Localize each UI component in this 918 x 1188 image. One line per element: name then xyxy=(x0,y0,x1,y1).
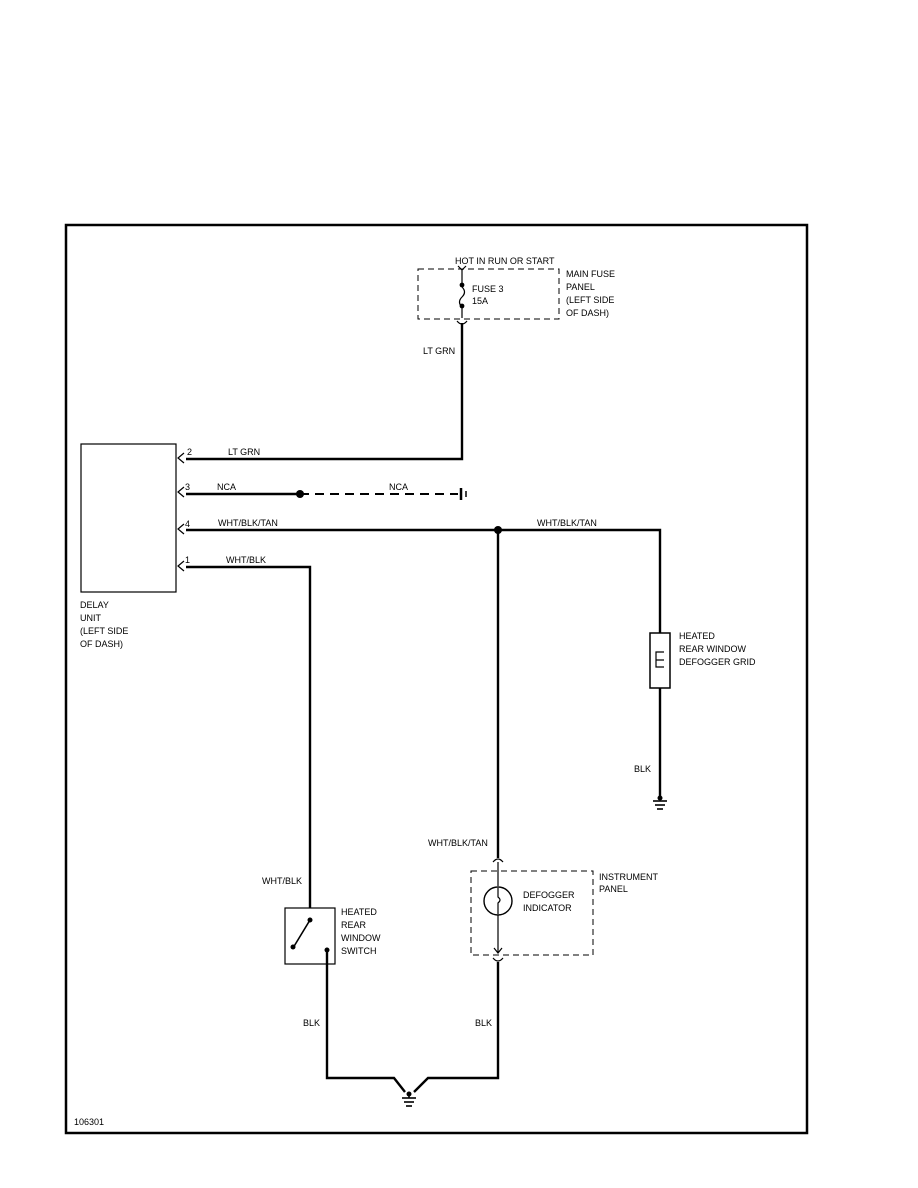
fuse-panel-label-2: PANEL xyxy=(566,282,595,292)
indicator-connector-top xyxy=(492,858,504,863)
pin4-connector xyxy=(177,523,185,535)
fuse-number-label: FUSE 3 xyxy=(472,284,504,294)
instrument-panel: WHT/BLK/TAN DEFOGGER INDICATOR INSTRUMEN… xyxy=(428,838,658,962)
pin3-connector xyxy=(177,486,185,498)
wire-label-lt-grn-vertical: LT GRN xyxy=(423,346,455,356)
ground-icon xyxy=(653,795,667,810)
switch-contact-icon xyxy=(292,919,311,949)
wire-wht-blk xyxy=(186,565,312,908)
pin2-connector xyxy=(177,452,185,464)
grid-label-1: HEATED xyxy=(679,631,715,641)
instrument-panel-label-2: PANEL xyxy=(599,884,628,894)
delay-unit-label-2: UNIT xyxy=(80,613,101,623)
wire-lt-grn xyxy=(186,323,464,461)
fuse-panel-label-4: OF DASH) xyxy=(566,308,609,318)
power-source-label: HOT IN RUN OR START xyxy=(455,256,555,266)
switch-label-4: SWITCH xyxy=(341,946,377,956)
delay-unit-label-3: (LEFT SIDE xyxy=(80,626,128,636)
defogger-grid: HEATED REAR WINDOW DEFOGGER GRID BLK xyxy=(634,631,756,810)
switch-label-2: REAR xyxy=(341,920,367,930)
fuse-panel-outline xyxy=(417,268,560,320)
indicator-label-2: INDICATOR xyxy=(523,903,572,913)
pin-number-3: 3 xyxy=(185,482,190,492)
rear-window-switch: HEATED REAR WINDOW SWITCH xyxy=(284,907,381,965)
pin-number-1: 1 xyxy=(185,555,190,565)
instrument-panel-label-1: INSTRUMENT xyxy=(599,872,658,882)
wire-label-nca-mid: NCA xyxy=(389,482,408,492)
switch-label-3: WINDOW xyxy=(341,933,381,943)
switch-label-1: HEATED xyxy=(341,907,377,917)
instrument-panel-outline xyxy=(470,870,594,956)
grid-label-3: DEFOGGER GRID xyxy=(679,657,756,667)
wire-label-wht-blk-tan-right: WHT/BLK/TAN xyxy=(537,518,597,528)
wire-label-lt-grn-pin2: LT GRN xyxy=(228,447,260,457)
wire-label-wht-blk-tan-indicator: WHT/BLK/TAN xyxy=(428,838,488,848)
wire-label-blk-indicator: BLK xyxy=(475,1018,492,1028)
delay-unit-label-1: DELAY xyxy=(80,600,109,610)
fuse-panel-label-3: (LEFT SIDE xyxy=(566,295,614,305)
pin-number-4: 4 xyxy=(185,519,190,529)
delay-unit-box xyxy=(80,443,177,593)
indicator-connector-bottom xyxy=(492,957,504,962)
fuse-symbol xyxy=(456,265,468,325)
wire-label-blk-switch: BLK xyxy=(303,1018,320,1028)
heating-element-icon xyxy=(655,651,664,668)
grid-label-2: REAR WINDOW xyxy=(679,644,747,654)
wire-blk-indicator xyxy=(413,962,500,1093)
main-fuse-panel: HOT IN RUN OR START FUSE 3 15A MAIN FUSE… xyxy=(417,256,615,325)
delay-unit: 2 3 4 1 DELAY UNIT (LEFT SIDE OF DASH) xyxy=(80,443,192,649)
diagram-frame xyxy=(64,223,809,1135)
common-ground-icon xyxy=(402,1091,416,1107)
wire-label-nca-pin3: NCA xyxy=(217,482,236,492)
wire-label-wht-blk-tan-pin4: WHT/BLK/TAN xyxy=(218,518,278,528)
wire-label-wht-blk-switch: WHT/BLK xyxy=(262,876,302,886)
wire-label-wht-blk-pin1: WHT/BLK xyxy=(226,555,266,565)
delay-unit-label-4: OF DASH) xyxy=(80,639,123,649)
wire-blk-switch xyxy=(325,951,406,1093)
pin-number-2: 2 xyxy=(187,447,192,457)
wire-label-blk-grid: BLK xyxy=(634,764,651,774)
indicator-label-1: DEFOGGER xyxy=(523,890,575,900)
fuse-rating-label: 15A xyxy=(472,296,488,306)
fuse-panel-label-1: MAIN FUSE xyxy=(566,269,615,279)
wire-wht-blk-tan xyxy=(186,528,662,633)
figure-id: 106301 xyxy=(74,1117,104,1127)
wire-nca: NCA NCA xyxy=(186,482,467,500)
pin1-connector xyxy=(177,560,185,572)
